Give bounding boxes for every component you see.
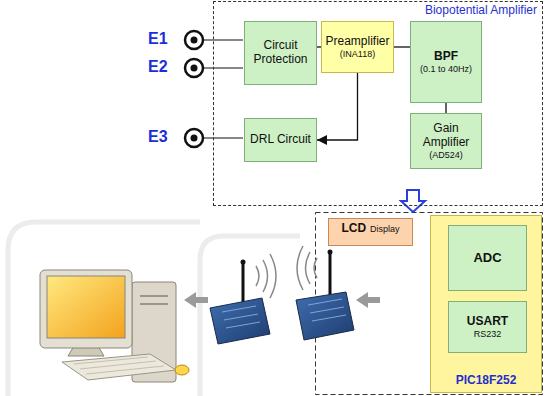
electrode-jack [185,129,243,147]
process-box: Preamplifier(INA118) [321,21,394,73]
node-title: DRL Circuit [250,133,311,147]
electrode-label: E3 [148,128,168,146]
xbee-module [210,254,276,344]
node-subtitle: Display [370,224,400,234]
node-title: PIC18F252 [431,374,541,388]
node-subtitle: RS232 [474,329,502,339]
node-title: Circuit Protection [248,39,313,67]
node-title: BPF [434,50,458,64]
node-title: Biopotential Amplifier [425,4,537,18]
amplifier-region: Biopotential AmplifierCircuit Protection… [213,1,543,206]
connector [317,73,358,140]
node-title: LCD [341,222,366,236]
xbee-module [296,246,354,340]
process-box: Gain Amplifier(AD524) [410,113,482,169]
connector [445,103,446,113]
data-arrow [356,292,380,308]
process-box: Circuit Protection [244,21,317,85]
electrode-label: E2 [148,58,168,76]
background-stroke [200,236,300,396]
connector [394,46,410,47]
electrode-jack [185,59,243,77]
process-box: USARTRS232 [448,301,527,353]
process-box: ADC [448,225,527,291]
node-subtitle: (0.1 to 40Hz) [420,64,472,74]
node-subtitle: (AD524) [429,150,463,160]
node-title: Gain Amplifier [414,122,478,150]
electrode-label: E1 [148,30,168,48]
background-stroke [8,222,200,396]
node-subtitle: (INA118) [340,49,375,59]
node-title: USART [467,315,508,329]
flow-arrow [401,190,425,212]
node-title: ADC [473,251,501,266]
data-arrow [184,292,208,308]
display-box: LCD Display [328,218,413,246]
process-box: BPF(0.1 to 40Hz) [410,21,482,103]
mcu-region [316,213,543,395]
electrode-jack [185,31,243,49]
process-box: DRL Circuit [244,118,317,162]
node-title: Preamplifier [325,35,389,49]
computer-icon [40,270,189,382]
mcu-box: PIC18F252 ADC USARTRS232 [430,215,542,393]
